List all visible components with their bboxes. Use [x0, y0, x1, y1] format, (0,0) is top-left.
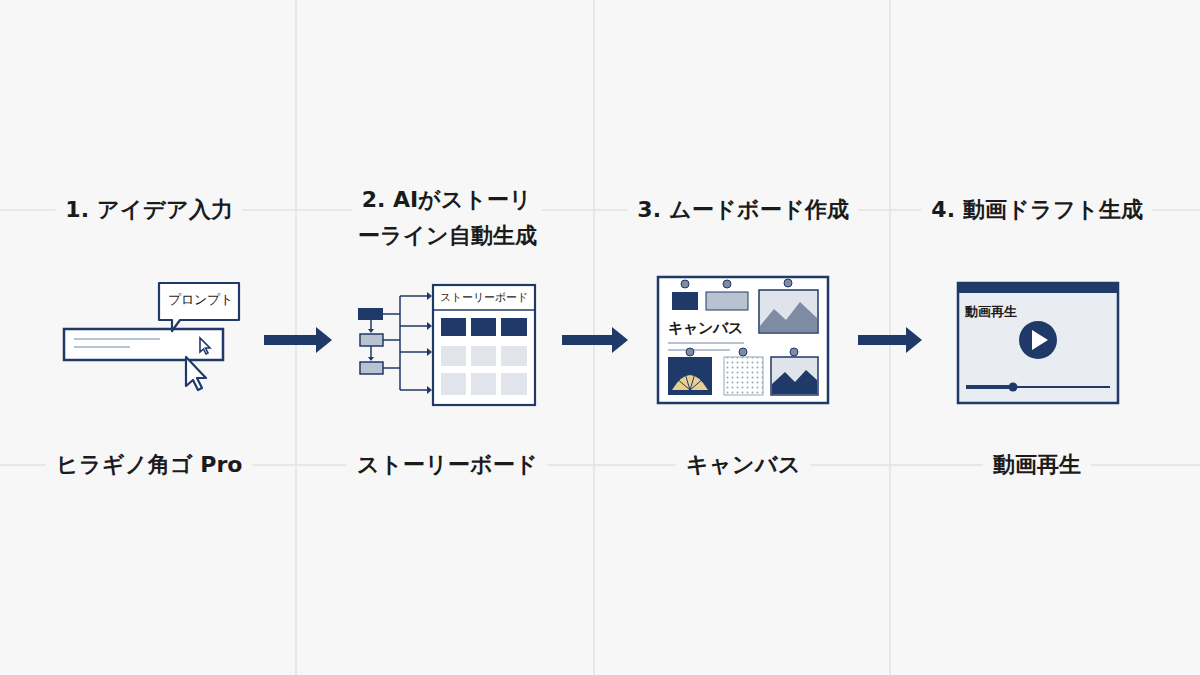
storyboard-icon-part — [358, 308, 383, 320]
storyboard-icon-part — [433, 285, 535, 405]
step-caption-text: ヒラギノ角ゴ Pro — [46, 452, 253, 477]
canvas-icon-part — [760, 302, 817, 332]
canvas-icon-part-part — [784, 279, 792, 287]
step-caption: ヒラギノ角ゴ Pro — [46, 447, 253, 483]
canvas-icon-part-part — [739, 348, 747, 356]
input-icon-part — [64, 329, 223, 360]
storyboard-icon-part — [501, 346, 527, 366]
video-icon-part — [1009, 383, 1018, 392]
canvas-icon-part-part — [723, 280, 731, 288]
storyboard-icon-part — [368, 357, 374, 361]
input-icon-part — [186, 357, 206, 390]
canvas-icon-part — [658, 277, 828, 403]
flow-arrow — [264, 335, 316, 345]
input-icon — [64, 283, 239, 390]
canvas-icon-part — [668, 357, 712, 395]
storyboard-icon-part — [383, 296, 428, 390]
video-icon-part — [1019, 321, 1057, 359]
canvas-icon-part — [771, 357, 818, 395]
storyboard-icon-part — [441, 318, 466, 336]
storyboard-icon-part — [360, 362, 383, 374]
icon-label: プロンプト — [168, 292, 233, 308]
process-step: 4. 動画ドラフト生成動画再生動画再生 — [928, 270, 1146, 410]
storyboard-icon-part — [471, 346, 496, 366]
storyboard-icon-part — [360, 334, 383, 346]
step-heading-text: 2. AIがストーリーライン自動生成 — [348, 187, 547, 248]
video-icon — [958, 283, 1118, 403]
step-caption: キャンバス — [676, 447, 811, 483]
canvas-icon-part — [772, 370, 817, 394]
canvas-icon-part-part — [681, 280, 689, 288]
canvas-icon-part — [672, 292, 698, 310]
input-icon-part — [200, 338, 210, 354]
canvas-icon-part — [668, 349, 730, 351]
step-heading: 2. AIがストーリーライン自動生成 — [347, 182, 547, 254]
video-icon-part — [966, 386, 1110, 388]
storyboard-icon-part — [441, 373, 466, 395]
icon-label: ストーリーボード — [440, 291, 528, 304]
storyboard-icon-part — [368, 329, 374, 333]
canvas-icon-part — [706, 292, 748, 310]
video-icon-part — [966, 385, 1013, 389]
canvas-icon-part-part — [686, 348, 694, 356]
canvas-icon-part — [672, 375, 708, 390]
flow-arrow — [858, 335, 906, 345]
process-step: 1. アイデア入力プロンプトヒラギノ角ゴ Pro — [40, 270, 258, 410]
step-caption: 動画再生 — [983, 447, 1091, 483]
step-heading: 3. ムードボード作成 — [627, 192, 858, 228]
step-heading-text: 1. アイデア入力 — [55, 197, 242, 222]
input-icon-part — [74, 346, 130, 348]
step-caption-text: キャンバス — [676, 452, 811, 477]
storyboard-icon-part — [471, 318, 496, 336]
process-step: 2. AIがストーリーライン自動生成ストーリーボードストーリーボード — [338, 270, 556, 410]
storyboard-icon-part — [427, 292, 432, 394]
canvas-icon-part — [759, 290, 818, 333]
canvas-icon — [658, 277, 828, 403]
icon-label: 動画再生 — [965, 304, 1017, 320]
step-caption-text: ストーリーボード — [347, 452, 548, 477]
canvas-icon-part-part — [790, 348, 798, 356]
process-step: 3. ムードボード作成キャンバスキャンバス — [634, 270, 852, 410]
step-caption-text: 動画再生 — [983, 452, 1091, 477]
step-heading: 4. 動画ドラフト生成 — [921, 192, 1152, 228]
canvas-icon-part — [681, 279, 798, 356]
video-icon-part — [958, 283, 1118, 403]
storyboard-icon-part — [441, 346, 466, 366]
input-icon-part — [74, 338, 160, 340]
canvas-icon-part — [676, 370, 704, 390]
step-heading-text: 4. 動画ドラフト生成 — [921, 197, 1152, 222]
step-heading: 1. アイデア入力 — [55, 192, 242, 228]
storyboard-icon-part — [501, 373, 527, 395]
video-icon-part — [958, 283, 1118, 293]
video-icon-part — [1032, 330, 1048, 350]
storyboard-icon-part — [471, 373, 496, 395]
input-icon-part — [159, 283, 239, 331]
step-caption: ストーリーボード — [347, 447, 548, 483]
storyboard-icon — [358, 285, 535, 405]
storyboard-icon-part — [501, 318, 527, 336]
step-heading-text: 3. ムードボード作成 — [627, 197, 858, 222]
flow-arrow — [562, 335, 612, 345]
canvas-icon-part — [668, 342, 744, 344]
canvas-icon-part — [724, 357, 763, 395]
storyboard-icon-part — [433, 309, 535, 311]
icon-label: キャンバス — [668, 319, 743, 337]
